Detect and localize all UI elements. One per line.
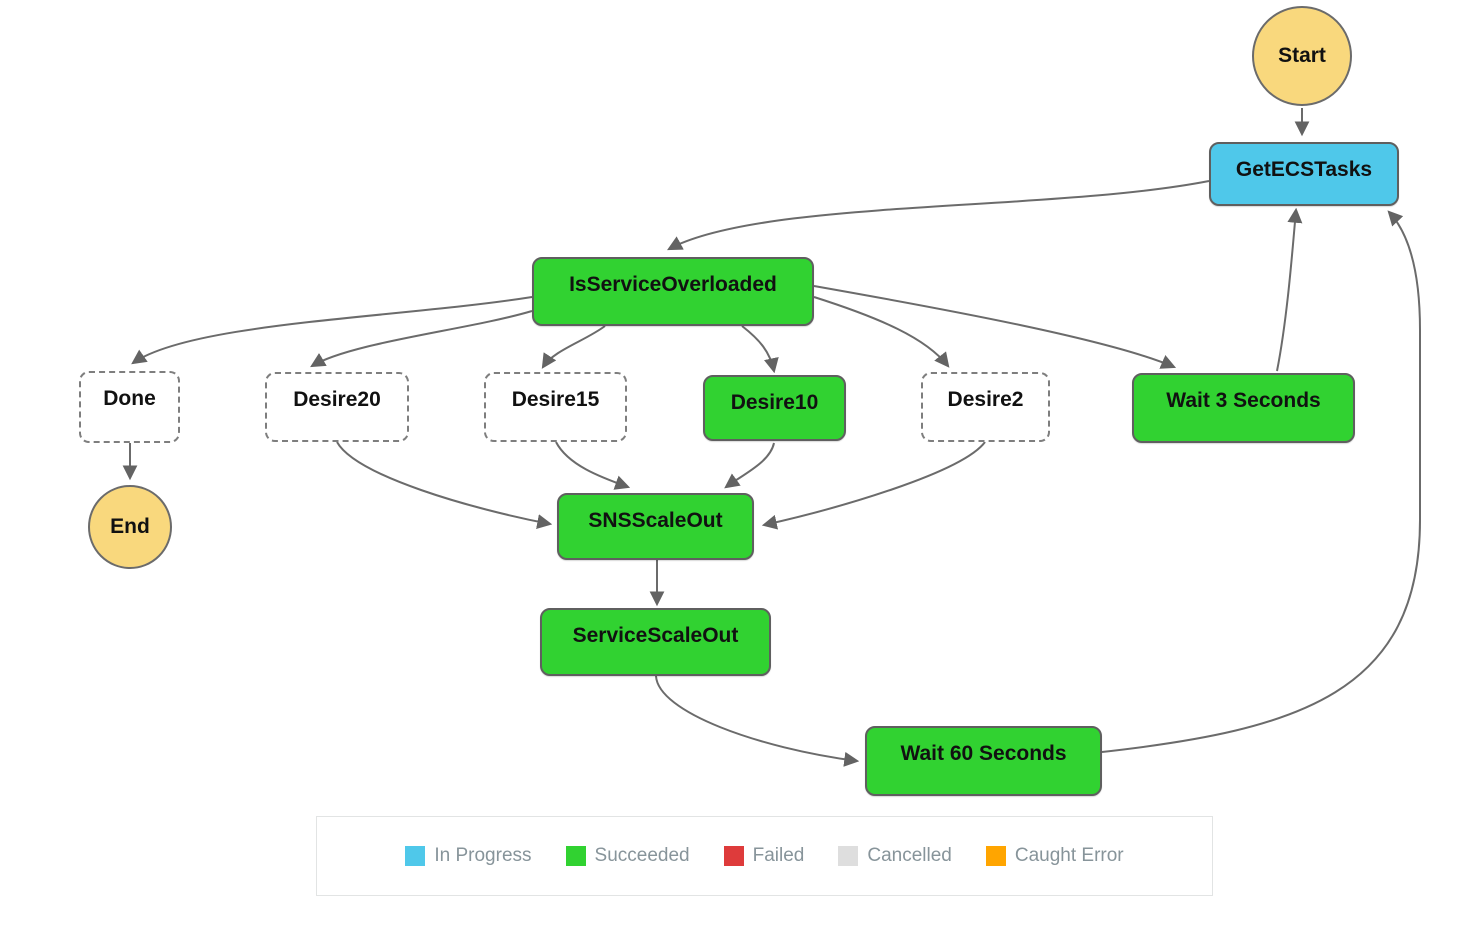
- node-label: Desire20: [293, 388, 381, 411]
- node-label: End: [110, 515, 150, 538]
- node-desire10[interactable]: Desire10: [703, 375, 846, 441]
- edge-servicescaleout-wait60seconds: [655, 675, 860, 767]
- node-label: Desire2: [947, 388, 1024, 411]
- node-label: SNSScaleOut: [588, 509, 723, 532]
- edge-wait3seconds-getecstasks: [1276, 207, 1303, 372]
- node-label: Desire10: [730, 391, 819, 414]
- node-label: GetECSTasks: [1235, 158, 1373, 181]
- legend-item-cancelled: Cancelled: [838, 845, 952, 867]
- node-label: Wait 3 Seconds: [1166, 389, 1321, 412]
- legend-label: Cancelled: [867, 845, 952, 866]
- edge-isserviceoverloaded-desire15: [541, 325, 606, 369]
- legend-item-succeeded: Succeeded: [565, 845, 690, 867]
- node-label: Done: [103, 387, 156, 410]
- edge-desire20-snsscaleout: [336, 441, 553, 529]
- node-servicescaleout[interactable]: ServiceScaleOut: [540, 608, 771, 676]
- legend-label: Caught Error: [1014, 845, 1124, 866]
- node-desire20[interactable]: Desire20: [265, 372, 409, 442]
- node-wait3seconds[interactable]: Wait 3 Seconds: [1132, 373, 1355, 443]
- node-label: IsServiceOverloaded: [569, 273, 777, 296]
- legend-label: Failed: [752, 845, 805, 866]
- node-label: Desire15: [511, 388, 600, 411]
- node-desire15[interactable]: Desire15: [484, 372, 627, 442]
- succeeded-swatch-icon: [565, 846, 586, 866]
- edge-isserviceoverloaded-done: [131, 296, 533, 365]
- node-getecstasks[interactable]: GetECSTasks: [1209, 142, 1399, 206]
- legend-label: Succeeded: [594, 845, 690, 866]
- cancelled-swatch-icon: [838, 846, 859, 866]
- node-wait60seconds[interactable]: Wait 60 Seconds: [865, 726, 1102, 796]
- edge-desire15-snsscaleout: [555, 441, 631, 490]
- edge-getecstasks-isserviceoverloaded: [667, 180, 1210, 251]
- legend-item-caught-error: Caught Error: [985, 845, 1124, 867]
- in-progress-swatch-icon: [405, 846, 426, 866]
- node-label: Wait 60 Seconds: [900, 742, 1067, 765]
- node-start[interactable]: Start: [1252, 6, 1352, 106]
- node-label: Start: [1278, 44, 1326, 67]
- legend-label: In Progress: [434, 845, 532, 866]
- edge-isserviceoverloaded-wait3seconds: [813, 285, 1177, 369]
- node-isserviceoverloaded[interactable]: IsServiceOverloaded: [532, 257, 814, 326]
- legend-item-in-progress: In Progress: [405, 845, 532, 867]
- edge-isserviceoverloaded-desire20: [310, 310, 533, 368]
- node-desire2[interactable]: Desire2: [921, 372, 1050, 442]
- node-snsscaleout[interactable]: SNSScaleOut: [557, 493, 754, 560]
- failed-swatch-icon: [723, 846, 744, 866]
- node-done[interactable]: Done: [79, 371, 180, 443]
- edge-desire2-snsscaleout: [761, 441, 986, 530]
- status-legend: In Progress Succeeded Failed Cancelled C…: [316, 816, 1213, 896]
- node-label: ServiceScaleOut: [572, 624, 739, 647]
- edge-desire10-snsscaleout: [724, 442, 775, 489]
- edge-isserviceoverloaded-desire2: [813, 296, 950, 368]
- legend-item-failed: Failed: [723, 845, 805, 867]
- edge-wait60seconds-getecstasks: [1101, 210, 1421, 753]
- edge-isserviceoverloaded-desire10: [741, 325, 779, 374]
- node-end[interactable]: End: [88, 485, 172, 569]
- caught-error-swatch-icon: [985, 846, 1006, 866]
